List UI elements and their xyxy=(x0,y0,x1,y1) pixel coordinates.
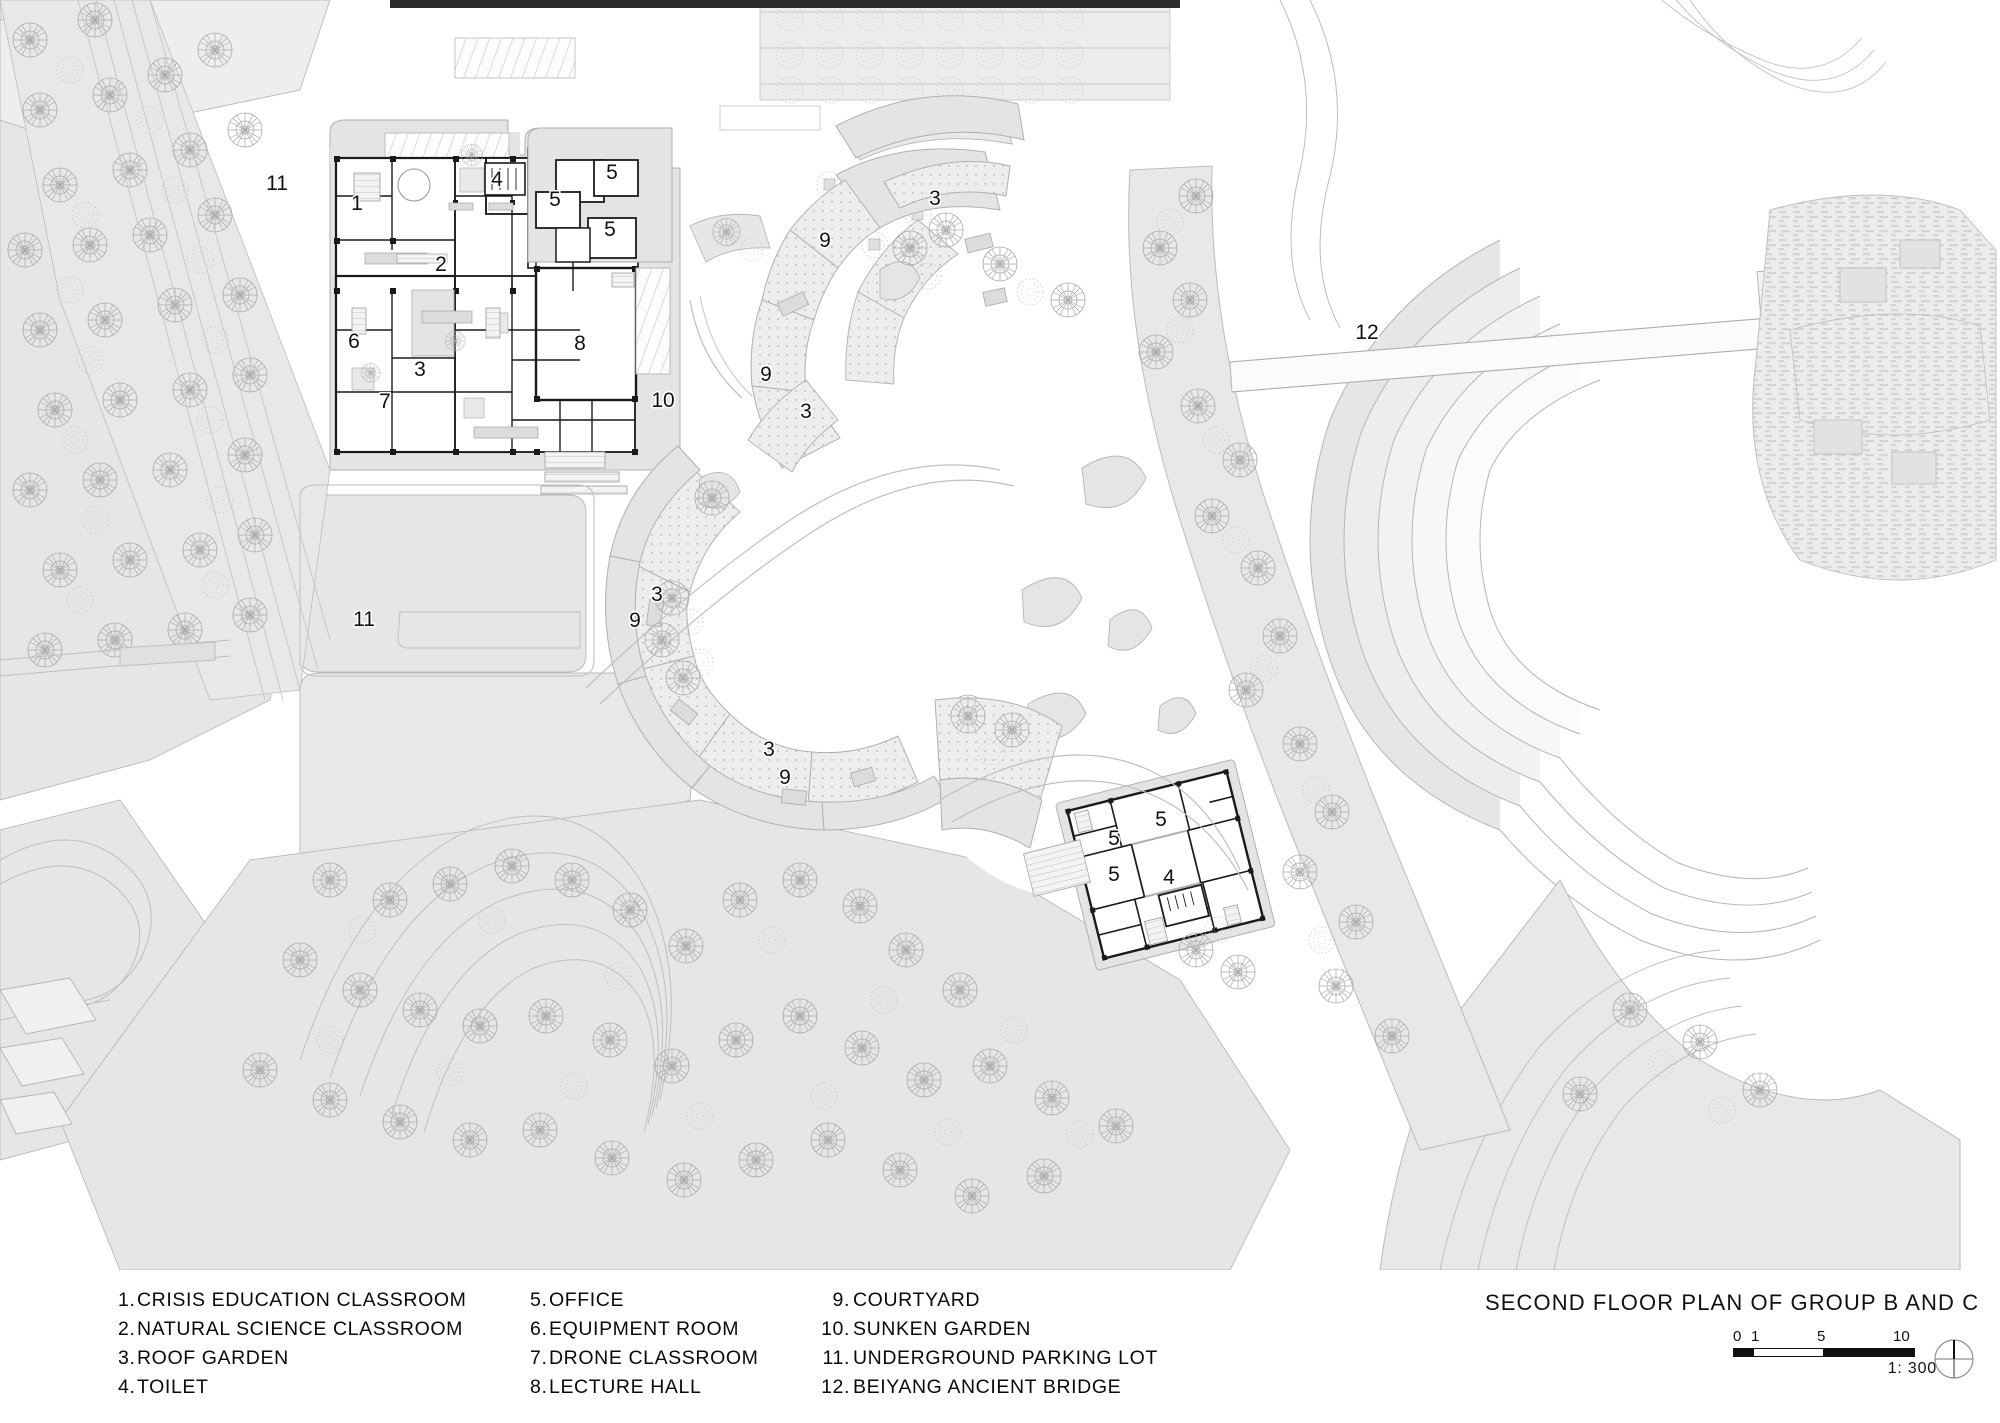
legend-number: 4. xyxy=(118,1376,136,1398)
legend-item: 7. DRONE CLASSROOM xyxy=(530,1344,758,1373)
legend-number: 1. xyxy=(118,1289,136,1311)
scale-segment-0-1 xyxy=(1734,1349,1754,1356)
plan-room-number: 4 xyxy=(491,168,503,191)
plan-room-number: 2 xyxy=(435,253,447,276)
legend-number: 6. xyxy=(530,1318,548,1340)
legend-number: 12. xyxy=(821,1376,850,1398)
legend-label: LECTURE HALL xyxy=(549,1376,702,1398)
southwest-contours xyxy=(299,815,672,1133)
plan-room-number: 8 xyxy=(574,332,586,355)
plan-room-number: 3 xyxy=(763,738,775,761)
legend-label: SUNKEN GARDEN xyxy=(853,1318,1031,1340)
group-b-office-wing xyxy=(527,127,673,263)
legend-number: 5. xyxy=(530,1289,548,1311)
legend-item: 9. COURTYARD xyxy=(820,1286,1158,1315)
legend-number: 9. xyxy=(832,1289,850,1311)
scale-ratio: 1: 300 xyxy=(1887,1360,1937,1377)
plan-room-number: 9 xyxy=(760,363,772,386)
legend-label: CRISIS EDUCATION CLASSROOM xyxy=(137,1289,467,1311)
title-block: 1. CRISIS EDUCATION CLASSROOM 2. NATURAL… xyxy=(0,1270,2000,1423)
plan-room-number: 5 xyxy=(1108,827,1120,850)
west-road-loops xyxy=(0,639,231,1021)
legend-item: 4. TOILET xyxy=(118,1373,466,1402)
underground-parking-outline xyxy=(299,484,595,677)
plan-room-number: 7 xyxy=(379,390,391,413)
scale-bar: 0 1 5 10 1: 300 xyxy=(1733,1328,1953,1388)
plan-room-number: 10 xyxy=(651,389,674,412)
plan-room-number: 3 xyxy=(800,400,812,423)
tree-verge-northwest xyxy=(0,0,331,701)
legend-item: 12. BEIYANG ANCIENT BRIDGE xyxy=(820,1373,1158,1402)
group-c-terrace xyxy=(934,697,1256,990)
legend-column-2: 5. OFFICE 6. EQUIPMENT ROOM 7. DRONE CLA… xyxy=(530,1286,758,1402)
legend-label: UNDERGROUND PARKING LOT xyxy=(853,1347,1158,1369)
legend-label: COURTYARD xyxy=(853,1289,981,1311)
scale-tick-0: 0 xyxy=(1733,1328,1742,1345)
scale-tick-5: 5 xyxy=(1817,1328,1826,1345)
legend-label: BEIYANG ANCIENT BRIDGE xyxy=(853,1376,1122,1398)
riverside-tree-row xyxy=(1128,165,1511,1151)
scale-bar-graphic xyxy=(1733,1348,1915,1357)
plan-room-number: 11 xyxy=(353,608,375,631)
historic-village-fabric xyxy=(1752,194,1997,581)
legend-number: 2. xyxy=(118,1318,136,1340)
northeast-contours xyxy=(1661,0,1887,93)
legend-column-3: 9. COURTYARD 10. SUNKEN GARDEN 11. UNDER… xyxy=(820,1286,1158,1402)
plan-room-number: 4 xyxy=(1163,866,1175,889)
main-drive xyxy=(585,464,1249,891)
plan-room-number: 12 xyxy=(1355,321,1378,344)
plan-room-number: 5 xyxy=(604,218,616,241)
plan-room-number: 9 xyxy=(819,229,831,252)
plan-room-number: 5 xyxy=(549,188,561,211)
legend-item: 2. NATURAL SCIENCE CLASSROOM xyxy=(118,1315,466,1344)
plan-room-number: 5 xyxy=(1108,863,1120,886)
plan-room-number: 5 xyxy=(1155,808,1167,831)
plan-room-number: 3 xyxy=(929,187,941,210)
legend-item: 5. OFFICE xyxy=(530,1286,758,1315)
legend-item: 8. LECTURE HALL xyxy=(530,1373,758,1402)
plan-room-number: 1 xyxy=(351,192,363,215)
legend-label: EQUIPMENT ROOM xyxy=(549,1318,740,1340)
southwest-building-block xyxy=(0,977,97,1135)
legend-label: TOILET xyxy=(137,1376,209,1398)
legend-item: 3. ROOF GARDEN xyxy=(118,1344,466,1373)
legend-number: 7. xyxy=(530,1347,548,1369)
scale-segment-5-10 xyxy=(1823,1349,1915,1356)
plan-room-number: 3 xyxy=(414,358,426,381)
topographic-contours-east xyxy=(1309,239,1821,961)
legend-number: 3. xyxy=(118,1347,136,1369)
roof-garden-bands xyxy=(605,95,1197,831)
plan-room-number: 11 xyxy=(266,172,288,195)
plan-room-number: 5 xyxy=(606,161,618,184)
legend-label: DRONE CLASSROOM xyxy=(549,1347,759,1369)
plan-room-number: 6 xyxy=(348,330,360,353)
legend-number: 11. xyxy=(822,1347,850,1369)
legend-number: 10. xyxy=(821,1318,850,1340)
legend-column-1: 1. CRISIS EDUCATION CLASSROOM 2. NATURAL… xyxy=(118,1286,466,1402)
scale-bar-labels: 0 1 5 10 xyxy=(1733,1328,1953,1346)
plan-room-number: 9 xyxy=(629,609,641,632)
legend-number: 8. xyxy=(530,1376,548,1398)
legend-label: OFFICE xyxy=(549,1289,625,1311)
legend-label: ROOF GARDEN xyxy=(137,1347,289,1369)
page-title: SECOND FLOOR PLAN OF GROUP B AND C xyxy=(1485,1290,1980,1315)
north-arrow-icon xyxy=(1934,1339,1974,1379)
legend-item: 6. EQUIPMENT ROOM xyxy=(530,1315,758,1344)
legend-item: 11. UNDERGROUND PARKING LOT xyxy=(820,1344,1158,1373)
plan-room-number: 3 xyxy=(651,583,663,606)
legend-label: NATURAL SCIENCE CLASSROOM xyxy=(137,1318,463,1340)
plan-room-number: 9 xyxy=(779,766,791,789)
legend-item: 10. SUNKEN GARDEN xyxy=(820,1315,1158,1344)
scale-tick-1: 1 xyxy=(1751,1328,1760,1345)
legend-item: 1. CRISIS EDUCATION CLASSROOM xyxy=(118,1286,466,1315)
sunken-garden xyxy=(635,213,771,399)
scale-tick-10: 10 xyxy=(1893,1328,1910,1345)
